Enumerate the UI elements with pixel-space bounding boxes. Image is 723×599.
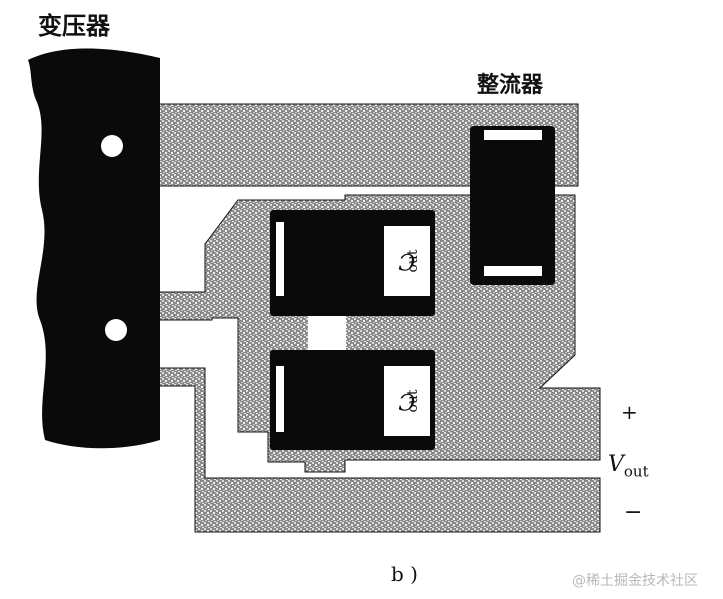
transformer-body bbox=[28, 48, 160, 449]
transformer-label: 变压器 bbox=[38, 12, 110, 40]
transformer-mounting-hole bbox=[105, 319, 127, 341]
output-voltage-label: Vout bbox=[608, 452, 649, 481]
negative-copper-trace bbox=[149, 367, 601, 533]
rectifier-pad bbox=[484, 130, 542, 140]
rectifier-label: 整流器 bbox=[477, 73, 544, 98]
transformer-mounting-hole bbox=[101, 135, 123, 157]
rectifier-component bbox=[470, 126, 555, 285]
capacitor-gap bbox=[308, 316, 346, 350]
watermark: @稀土掘金技术社区 bbox=[572, 573, 698, 589]
rectifier-pad bbox=[484, 266, 542, 276]
plus-terminal-label: + bbox=[621, 400, 638, 424]
minus-terminal-label: − bbox=[624, 500, 643, 525]
capacitor-terminal bbox=[276, 222, 284, 296]
capacitor-terminal bbox=[276, 366, 284, 432]
figure-caption: b ) bbox=[391, 562, 418, 586]
